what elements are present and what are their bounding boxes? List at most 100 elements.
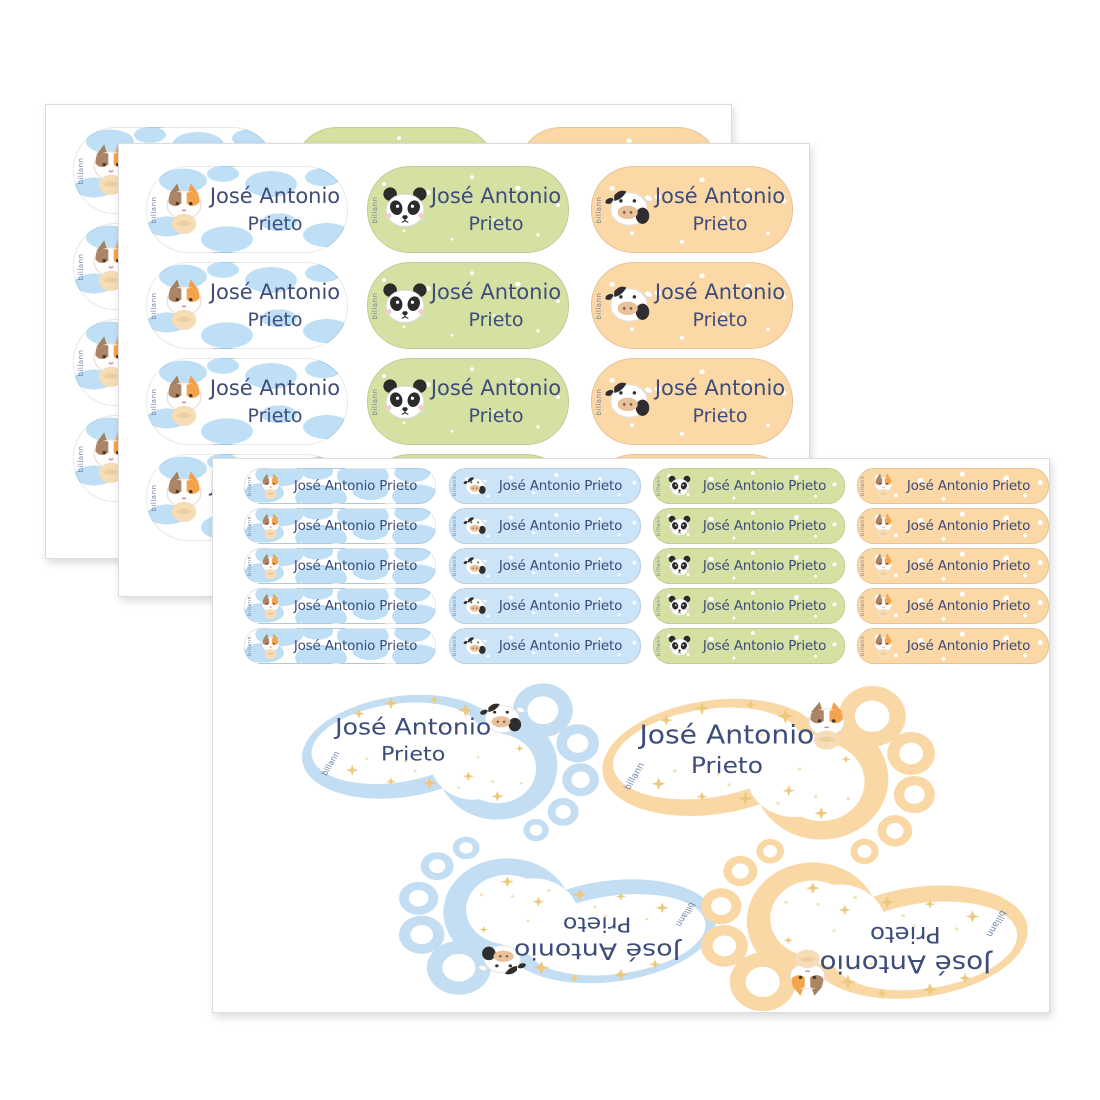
cat-icon <box>874 552 893 579</box>
cat-icon <box>874 472 893 499</box>
label-name-text: José Antonio Prieto <box>906 598 1031 614</box>
cow-icon <box>462 476 489 495</box>
brand-text: billann <box>452 475 458 497</box>
name-label-footprint: José Antonio Prieto billann <box>399 836 716 995</box>
cat-icon <box>261 592 280 619</box>
brand-text: billann <box>452 555 458 577</box>
name-label-footprint: José Antonio Prieto billann <box>602 685 935 865</box>
brand-text: billann <box>247 555 253 577</box>
cat-icon <box>261 512 280 539</box>
label-name-text: José Antonio Prieto <box>293 558 418 574</box>
label-name-text: José Antonio Prieto <box>906 478 1031 494</box>
label-name-text: José Antonio Prieto <box>293 638 418 654</box>
brand-text: billann <box>656 475 662 497</box>
name-label-strip: billann José Antonio Prieto <box>653 628 845 664</box>
cat-icon <box>166 470 202 523</box>
dot-decor <box>365 725 524 789</box>
cow-icon <box>462 636 489 655</box>
label-name-text: José Antonio Prieto <box>498 598 623 614</box>
label-name-text: José Antonio Prieto <box>498 638 623 654</box>
name-label-strip: billann José Antonio Prieto <box>449 628 641 664</box>
name-label-strip: billann José Antonio Prieto <box>653 548 845 584</box>
label-name-text: José Antonio <box>514 938 683 964</box>
brand-text: billann <box>860 555 866 577</box>
panda-icon <box>668 514 691 536</box>
label-name-text: José Antonio <box>820 949 994 977</box>
label-name-text: José Antonio Prieto <box>498 518 623 534</box>
label-name-text: José Antonio Prieto <box>293 598 418 614</box>
cat-icon <box>166 278 202 331</box>
cat-icon <box>874 512 893 539</box>
name-label-footprint: José Antonio Prieto billann <box>301 683 599 842</box>
label-name-text: José Antonio Prieto <box>498 558 623 574</box>
label-name-text: Prieto <box>870 921 941 946</box>
cat-icon <box>874 632 893 659</box>
brand-text: billann <box>656 555 662 577</box>
label-name-text: José Antonio Prieto <box>702 478 827 494</box>
name-label-strip: billann José Antonio Prieto <box>857 548 1049 584</box>
name-label-strip: billann José Antonio Prieto <box>244 468 436 504</box>
brand-text: billann <box>247 595 253 617</box>
name-label-strip: billann José Antonio Prieto <box>449 508 641 544</box>
label-name-text: José Antonio Prieto <box>906 558 1031 574</box>
cat-icon <box>166 374 202 427</box>
name-label-strip: billann José Antonio Prieto <box>653 468 845 504</box>
cow-icon <box>462 556 489 575</box>
cat-icon <box>261 472 280 499</box>
label-name-text: José Antonio <box>333 714 491 740</box>
brand-text: billann <box>656 635 662 657</box>
panda-icon <box>668 554 691 576</box>
panda-icon <box>382 282 428 324</box>
label-name-text: Prieto <box>691 752 763 779</box>
brand-text: billann <box>452 515 458 537</box>
name-label-strip: billann José Antonio Prieto <box>857 628 1049 664</box>
panda-icon <box>382 378 428 420</box>
name-label-strip: billann José Antonio Prieto <box>449 548 641 584</box>
cat-icon <box>261 552 280 579</box>
label-name-text: José Antonio <box>637 721 814 750</box>
brand-text: billann <box>247 475 253 497</box>
brand-text: billann <box>860 515 866 537</box>
cow-icon <box>603 190 655 226</box>
label-name-text: José Antonio Prieto <box>702 638 827 654</box>
brand-text: billann <box>656 595 662 617</box>
label-name-text: Prieto <box>563 912 632 935</box>
name-label-strip: billann José Antonio Prieto <box>244 548 436 584</box>
brand-text: billann <box>860 635 866 657</box>
brand-text: billann <box>452 635 458 657</box>
label-name-text: José Antonio Prieto <box>293 478 418 494</box>
label-name-text: José Antonio Prieto <box>906 638 1031 654</box>
cat-icon <box>166 182 202 235</box>
cow-icon <box>603 382 655 418</box>
panda-icon <box>668 474 691 496</box>
brand-text: billann <box>247 515 253 537</box>
panda-icon <box>382 186 428 228</box>
label-name-text: José Antonio Prieto <box>702 558 827 574</box>
